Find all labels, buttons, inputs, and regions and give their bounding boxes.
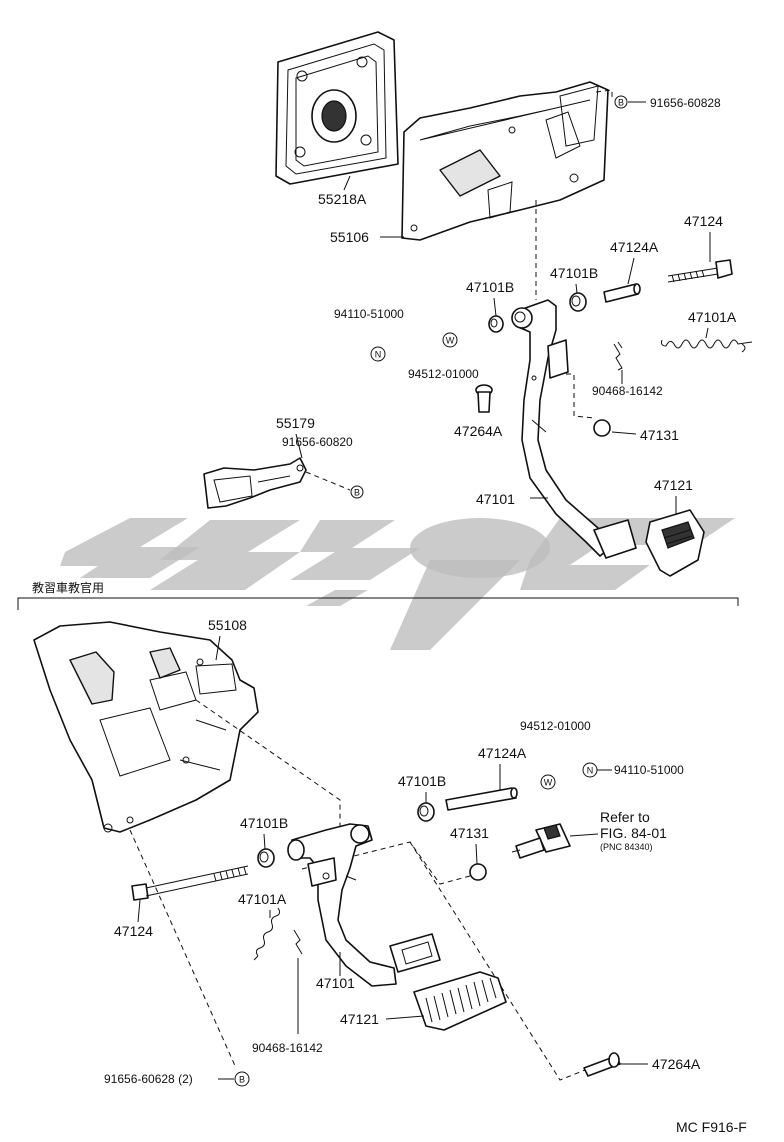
label-47101B-bottom-left: 47101B — [240, 815, 288, 831]
pin-47264A-top — [475, 384, 493, 413]
bushing-47101B-bottom-left — [257, 848, 275, 868]
label-47131-top: 47131 — [640, 427, 679, 443]
spring-47101A-top — [661, 339, 753, 353]
label-47101B-right: 47101B — [550, 265, 598, 281]
bushing-47101B-bottom-right — [417, 802, 435, 822]
bushing-47101B-left — [488, 315, 504, 333]
bolt-47124 — [667, 259, 733, 283]
label-47101A-top: 47101A — [688, 309, 737, 325]
pedal-bracket-55106 — [401, 81, 609, 241]
pedal-pad-47121-bottom — [413, 971, 507, 1031]
label-47101B-bottom-right: 47101B — [398, 773, 446, 789]
label-47101A-bottom: 47101A — [238, 891, 287, 907]
stopper-47131-top — [593, 419, 611, 437]
grommet-plate-55218A — [275, 31, 399, 185]
stop-lamp-switch — [511, 823, 571, 859]
label-90468-16142-top: 90468-16142 — [592, 384, 663, 398]
label-91656-60820: 91656-60820 — [282, 435, 353, 449]
label-55106: 55106 — [330, 229, 369, 245]
label-47101-bottom: 47101 — [316, 975, 355, 991]
label-94512-01000-top: 94512-01000 — [408, 367, 479, 381]
label-94512-01000-bottom: 94512-01000 — [520, 719, 591, 733]
pedal-pad-47121-top — [645, 509, 705, 577]
svg-text:N: N — [587, 766, 594, 776]
pedal-arm-47101-top — [511, 299, 637, 559]
clip-90468-16142-bottom — [293, 929, 303, 955]
label-55179: 55179 — [276, 415, 315, 431]
bolt-47124-bottom — [131, 865, 249, 901]
label-47101-top: 47101 — [476, 491, 515, 507]
label-47124A-bottom: 47124A — [478, 745, 527, 761]
top-assembly: 55218A 55106 B 91656-60828 — [203, 31, 753, 577]
pin-47264A-bottom — [583, 1052, 621, 1077]
spring-47101A-bottom — [253, 907, 281, 961]
sleeve-47124A-bottom — [445, 787, 518, 811]
label-94110-51000-top: 94110-51000 — [334, 307, 404, 321]
label-91656-60828: 91656-60828 — [650, 96, 721, 110]
svg-text:B: B — [354, 488, 360, 498]
label-91656-60628: 91656-60628 (2) — [104, 1072, 193, 1086]
svg-text:W: W — [446, 336, 455, 346]
svg-text:B: B — [618, 98, 624, 108]
label-55218A: 55218A — [318, 191, 367, 207]
pedal-arm-47101-bottom — [287, 823, 441, 987]
label-94110-51000-bottom: 94110-51000 — [614, 763, 684, 777]
refer-line2: FIG. 84-01 — [600, 825, 667, 841]
clip-90468-16142-top — [613, 341, 623, 371]
symbol-b-top — [614, 95, 628, 109]
label-55108: 55108 — [208, 617, 247, 633]
bottom-assembly: 55108 94512-01000 W N 94110-51000 47124A… — [33, 617, 701, 1087]
pedal-bracket-55108 — [33, 621, 259, 833]
figure-code: MC F916-F — [676, 1119, 747, 1135]
stopper-47131-bottom — [469, 863, 487, 881]
bushing-47101B-right — [569, 292, 587, 312]
refer-line1: Refer to — [600, 809, 650, 825]
label-47124: 47124 — [684, 213, 723, 229]
label-47264A-bottom: 47264A — [652, 1056, 701, 1072]
svg-text:W: W — [544, 778, 553, 788]
label-47264A-top: 47264A — [454, 423, 503, 439]
label-90468-16142-bottom: 90468-16142 — [252, 1041, 323, 1055]
label-47121-top: 47121 — [654, 477, 693, 493]
label-47124A: 47124A — [610, 239, 659, 255]
label-47124-bottom: 47124 — [114, 923, 153, 939]
refer-line3: (PNC 84340) — [600, 842, 653, 852]
label-47121-bottom: 47121 — [340, 1011, 379, 1027]
label-47101B-left: 47101B — [466, 279, 514, 295]
svg-text:N: N — [375, 350, 382, 360]
svg-text:B: B — [239, 1075, 245, 1085]
section-bracket — [17, 597, 739, 610]
sleeve-47124A — [603, 283, 641, 303]
label-47131-bottom: 47131 — [450, 825, 489, 841]
bracket-55179 — [203, 457, 307, 509]
section-title: 教習車教官用 — [32, 580, 104, 595]
watermark-logo — [60, 518, 735, 650]
